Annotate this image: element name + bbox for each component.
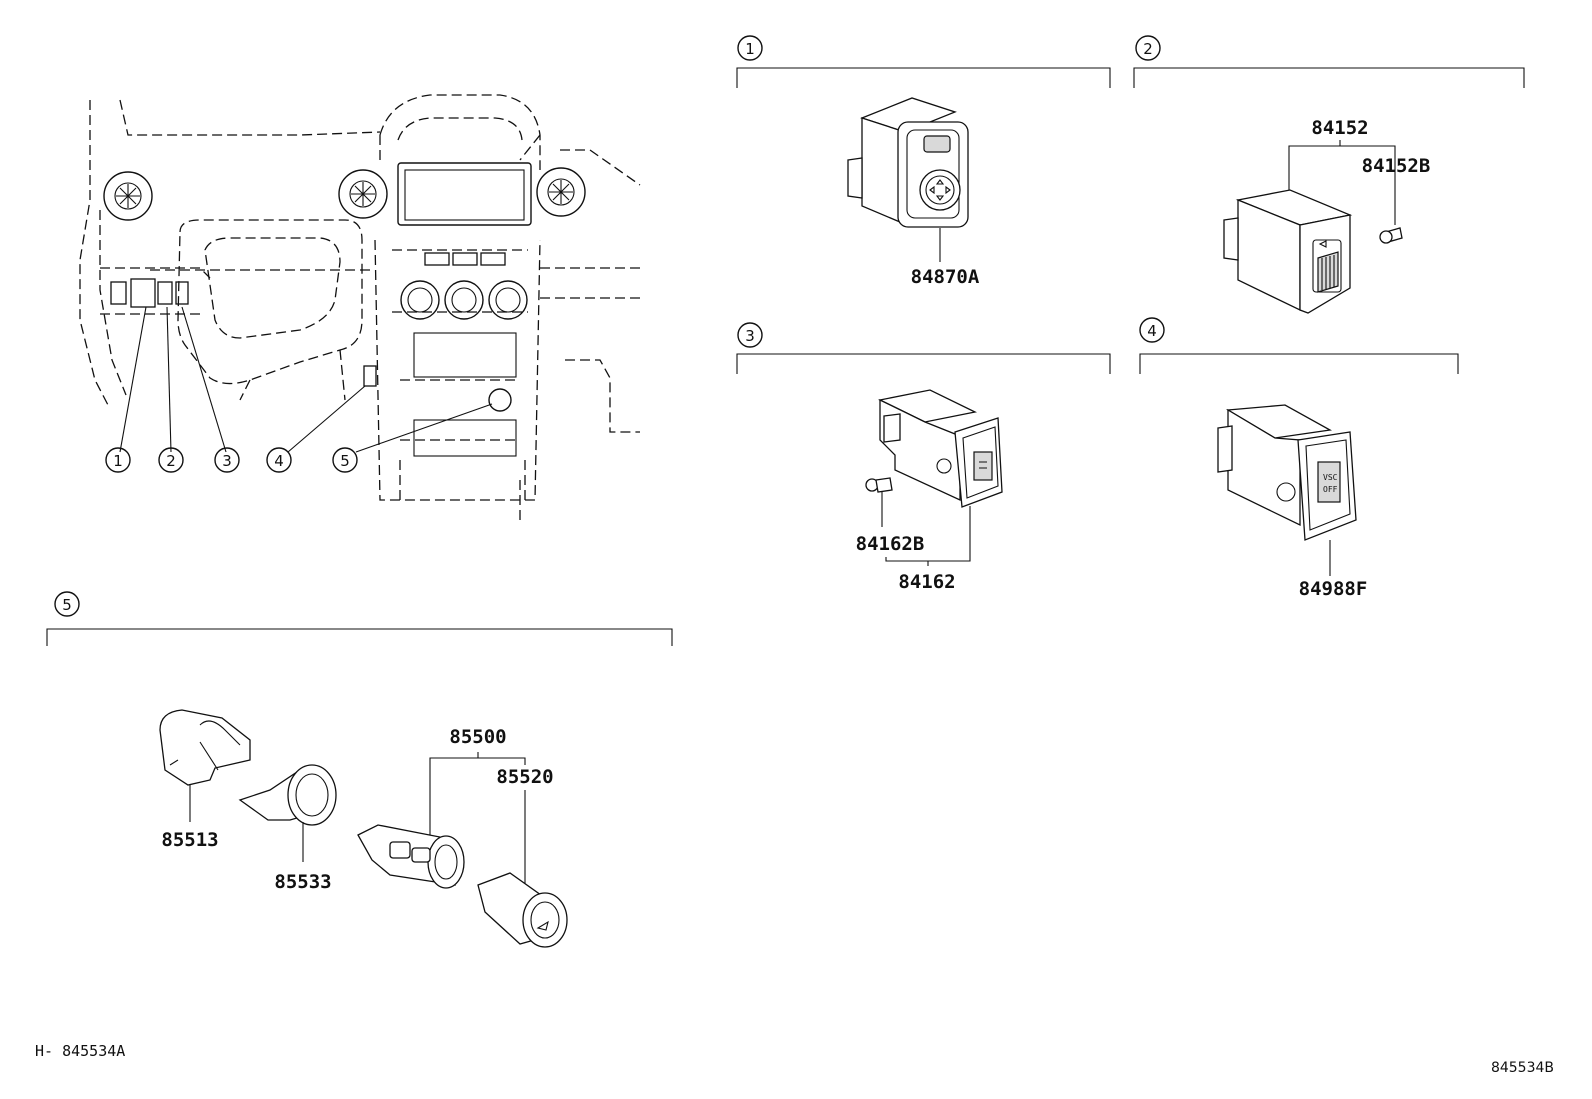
callout-3-label: 3 — [222, 452, 232, 470]
part-84162: 84162 — [898, 571, 955, 593]
part-84152B: 84152B — [1362, 155, 1431, 177]
part-85520: 85520 — [496, 766, 553, 788]
footer-left-ref: H- 845534A — [35, 1042, 125, 1060]
section-1-number: 1 — [745, 40, 755, 58]
part-84162B: 84162B — [856, 533, 925, 555]
dashboard-overview: 1 2 3 4 5 — [79, 94, 641, 520]
mirror-switch-illustration — [847, 97, 969, 228]
callout-5-label: 5 — [340, 452, 350, 470]
svg-text:VSC: VSC — [1323, 473, 1338, 482]
callout-4-label: 4 — [274, 452, 284, 470]
footer-right-ref: 845534B — [1491, 1060, 1554, 1076]
section-4: 4 VSC OFF 84988F — [1139, 317, 1459, 600]
section-5-number: 5 — [62, 596, 72, 614]
part-85533: 85533 — [274, 871, 331, 893]
section-4-number: 4 — [1147, 322, 1157, 340]
callout-1: 1 — [105, 447, 131, 473]
callout-1-label: 1 — [113, 452, 123, 470]
cigarette-lighter-illustration — [477, 872, 568, 948]
section-5: 5 85513 85533 85500 85520 — [46, 591, 673, 948]
callout-2-label: 2 — [166, 452, 176, 470]
outlet-ring-85513-illustration — [159, 709, 251, 786]
part-85513: 85513 — [161, 829, 218, 851]
callout-4: 4 — [266, 447, 292, 473]
callout-3: 3 — [214, 447, 240, 473]
socket-85500-illustration — [357, 824, 465, 889]
part-84870A: 84870A — [911, 266, 980, 288]
part-84988F: 84988F — [1299, 578, 1368, 600]
section-2-number: 2 — [1143, 40, 1153, 58]
dimmer-switch-illustration — [1223, 189, 1403, 314]
vsc-switch-illustration: VSC OFF — [1217, 404, 1357, 541]
outlet-socket-85533-illustration — [238, 764, 337, 826]
section-2: 2 84152 84152B — [1133, 35, 1525, 314]
callout-2: 2 — [158, 447, 184, 473]
section-1: 1 84870A — [736, 35, 1111, 288]
part-84152: 84152 — [1311, 117, 1368, 139]
callout-5: 5 — [332, 447, 358, 473]
section-3: 3 84162B 84162 — [736, 322, 1111, 593]
svg-text:OFF: OFF — [1323, 485, 1338, 494]
fog-switch-illustration — [865, 389, 1003, 508]
part-85500: 85500 — [449, 726, 506, 748]
section-3-number: 3 — [745, 327, 755, 345]
